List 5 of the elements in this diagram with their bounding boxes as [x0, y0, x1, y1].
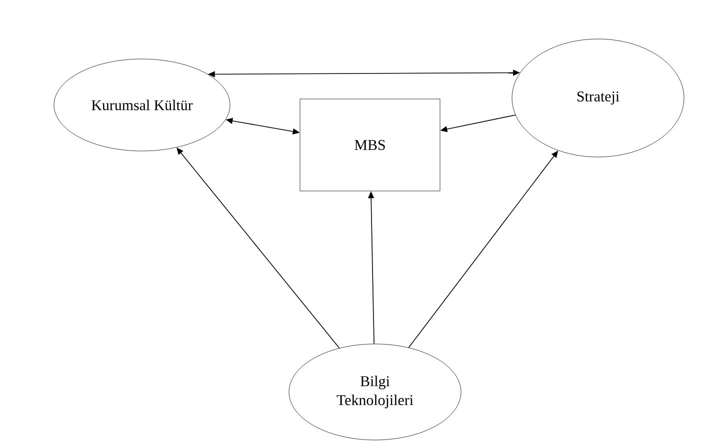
arrow [176, 148, 340, 348]
process-box: MBS [300, 98, 440, 192]
ellipse-node: Strateji [512, 38, 684, 158]
ellipse-node: Kurumsal Kültür [54, 58, 230, 152]
ellipse-node: Bilgi Teknolojileri [288, 344, 462, 440]
